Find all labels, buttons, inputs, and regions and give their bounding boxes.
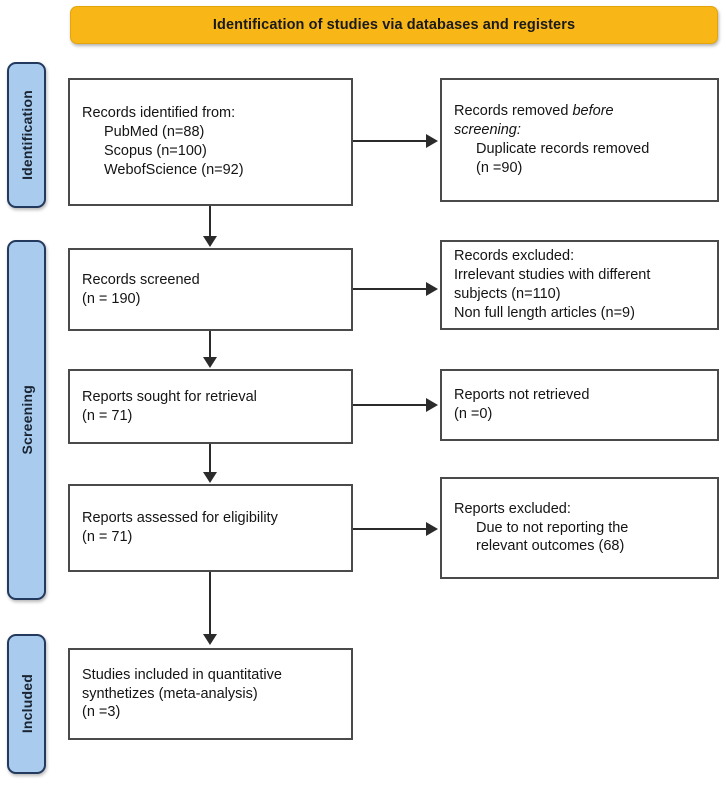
stage-label-included-text: Included: [18, 674, 35, 734]
node-reports-sought: Reports sought for retrieval(n = 71): [68, 369, 353, 444]
diagram-title: Identification of studies via databases …: [212, 17, 576, 33]
node-records-screened: Records screened(n = 190): [68, 248, 353, 331]
stage-label-included: Included: [7, 634, 46, 774]
node-reports-sought-text: Reports sought for retrieval(n = 71): [82, 388, 257, 424]
stage-label-identification-text: Identification: [18, 90, 35, 180]
node-reports-not-retrieved: Reports not retrieved(n =0): [440, 369, 719, 441]
node-records-identified-text: Records identified from:PubMed (n=88)Sco…: [82, 105, 244, 178]
node-reports-assessed-text: Reports assessed for eligibility(n = 71): [82, 510, 278, 545]
diagram-header-banner: Identification of studies via databases …: [70, 6, 718, 44]
node-reports-excluded: Reports excluded:Due to not reporting th…: [440, 477, 719, 579]
stage-label-screening: Screening: [7, 240, 46, 600]
node-records-screened-text: Records screened(n = 190): [82, 271, 200, 307]
node-reports-assessed: Reports assessed for eligibility(n = 71): [68, 484, 353, 572]
stage-label-identification: Identification: [7, 62, 46, 208]
node-reports-not-retrieved-text: Reports not retrieved(n =0): [454, 387, 590, 422]
node-records-identified: Records identified from:PubMed (n=88)Sco…: [68, 78, 353, 206]
node-records-excluded: Records excluded:Irrelevant studies with…: [440, 240, 719, 330]
node-reports-excluded-text: Reports excluded:Due to not reporting th…: [454, 500, 629, 555]
node-records-excluded-text: Records excluded:Irrelevant studies with…: [454, 248, 651, 321]
stage-label-screening-text: Screening: [18, 385, 35, 455]
